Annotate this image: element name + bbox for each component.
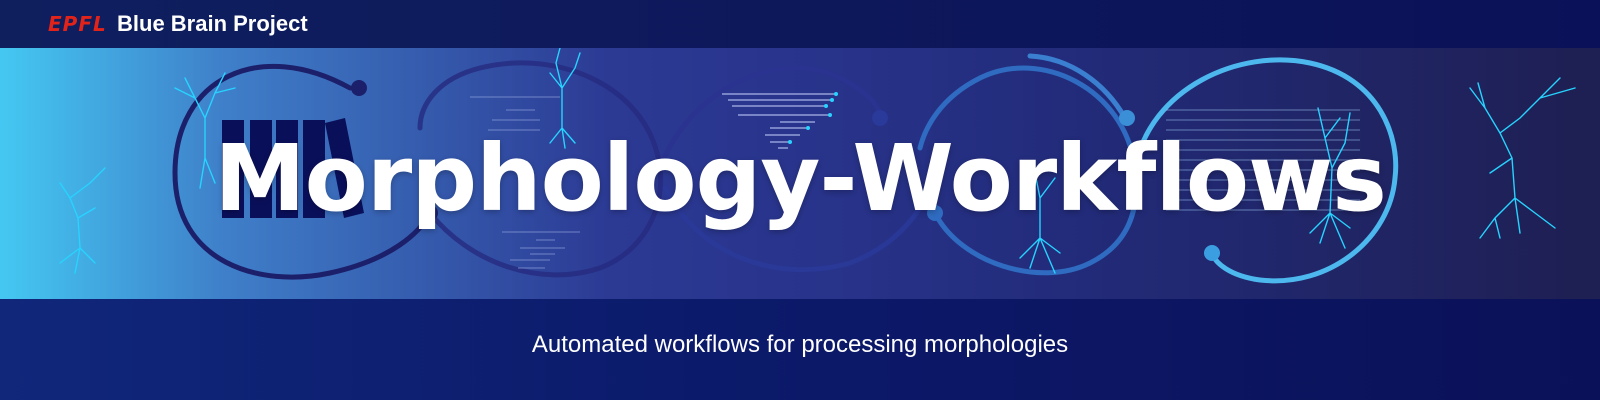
- loop-dot: [872, 110, 888, 126]
- sorting-lines: [470, 96, 580, 269]
- neuron-5: [1309, 107, 1351, 249]
- loop-arc-4: [662, 185, 923, 273]
- line-dot: [830, 98, 834, 102]
- loop-arc-6: [1027, 53, 1128, 121]
- loop-dot: [1119, 110, 1135, 126]
- hero-banner: Morphology-Workflows: [0, 48, 1600, 299]
- subtitle: Automated workflows for processing morph…: [531, 331, 1069, 358]
- loop-dot: [351, 80, 367, 96]
- loop-arc-1: [172, 63, 433, 280]
- loop-dot: [1204, 245, 1220, 261]
- neuron-1: [174, 72, 236, 189]
- library-icon: [222, 118, 364, 218]
- loop-arc-3: [657, 65, 883, 171]
- subtitle-bar: Automated workflows for processing morph…: [0, 299, 1600, 400]
- neuron-group: [59, 48, 1576, 274]
- neuron-6: [1469, 77, 1576, 239]
- neuron-4: [1019, 172, 1061, 274]
- neuron-2: [59, 167, 106, 274]
- line-dot: [824, 104, 828, 108]
- neuron-3: [549, 48, 581, 149]
- banner-title: Morphology-Workflows: [214, 125, 1387, 232]
- line-dot: [828, 113, 832, 117]
- line-dot: [834, 92, 838, 96]
- loop-dot: [927, 205, 943, 221]
- line-dot: [788, 140, 792, 144]
- loop-dot: [422, 205, 438, 221]
- banner-illustration: [59, 48, 1576, 284]
- sorted-lines: [722, 93, 836, 149]
- grid-lines: [1166, 109, 1360, 211]
- org-name: Blue Brain Project: [117, 11, 308, 36]
- top-bar: EPFL Blue Brain Project: [0, 0, 1600, 48]
- line-dot: [806, 126, 810, 130]
- epfl-logo: EPFL: [48, 12, 107, 36]
- loop-arc-7: [1132, 57, 1399, 284]
